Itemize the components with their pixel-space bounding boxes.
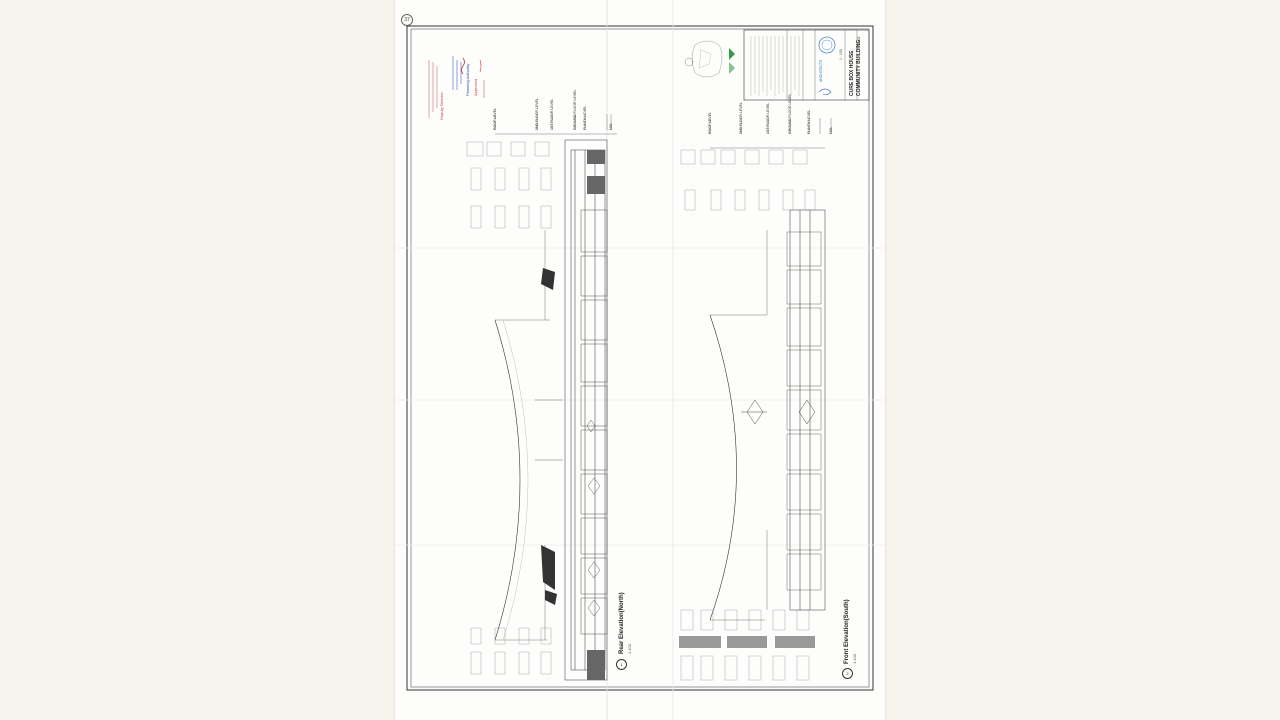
rear-level-label: 2ND FLOOR LEVEL	[535, 98, 539, 130]
stamp-blue-1: Planning Authority	[465, 63, 470, 96]
key-plan	[684, 40, 735, 78]
rear-level-label: 1ST FLOOR LEVEL	[550, 98, 554, 130]
drawing-sheet: 37	[395, 0, 885, 720]
rear-level-label: GROUND FLOOR LEVEL	[573, 89, 577, 130]
rear-level-label: ROOF LEVEL	[493, 108, 497, 130]
rear-elevation-scale: 1:100	[627, 643, 632, 654]
rear-level-label: NGL	[609, 122, 613, 130]
elevation-drawing	[395, 0, 885, 720]
front-level-label: 2ND FLOOR LEVEL	[739, 102, 743, 134]
drawing-number: A-02	[857, 36, 861, 44]
front-elevation	[679, 118, 832, 681]
approval-stamps	[428, 56, 485, 118]
architect-label: ARCHITECTS	[819, 59, 823, 82]
front-elevation-title: Front Elevation(South)	[844, 599, 850, 664]
view-1-number: 1	[616, 659, 627, 670]
stamp-red-1: Deputy Director	[439, 92, 444, 120]
project-subtitle: COMMUNITY BUILDING	[856, 39, 862, 96]
rear-elevation	[466, 114, 617, 681]
front-level-label: GROUND FLOOR LEVEL	[788, 93, 792, 134]
title-block	[743, 29, 870, 101]
front-level-label: NGL	[829, 126, 833, 134]
rear-elevation-title: Rear Elevation(North)	[619, 592, 625, 654]
rear-level-label: PLINTH LEVEL	[583, 105, 587, 130]
front-level-label: 1ST FLOOR LEVEL	[766, 102, 770, 134]
stamp-red-2: Approved	[473, 78, 478, 96]
front-level-label: ROOF LEVEL	[708, 112, 712, 134]
project-title: CURE BOX HOUSE	[849, 50, 855, 96]
front-level-label: PLINTH LEVEL	[807, 109, 811, 134]
drawing-scale: 1 : 100	[839, 49, 843, 60]
front-elevation-scale: 1:100	[852, 653, 857, 664]
view-2-number: 2	[842, 668, 853, 679]
